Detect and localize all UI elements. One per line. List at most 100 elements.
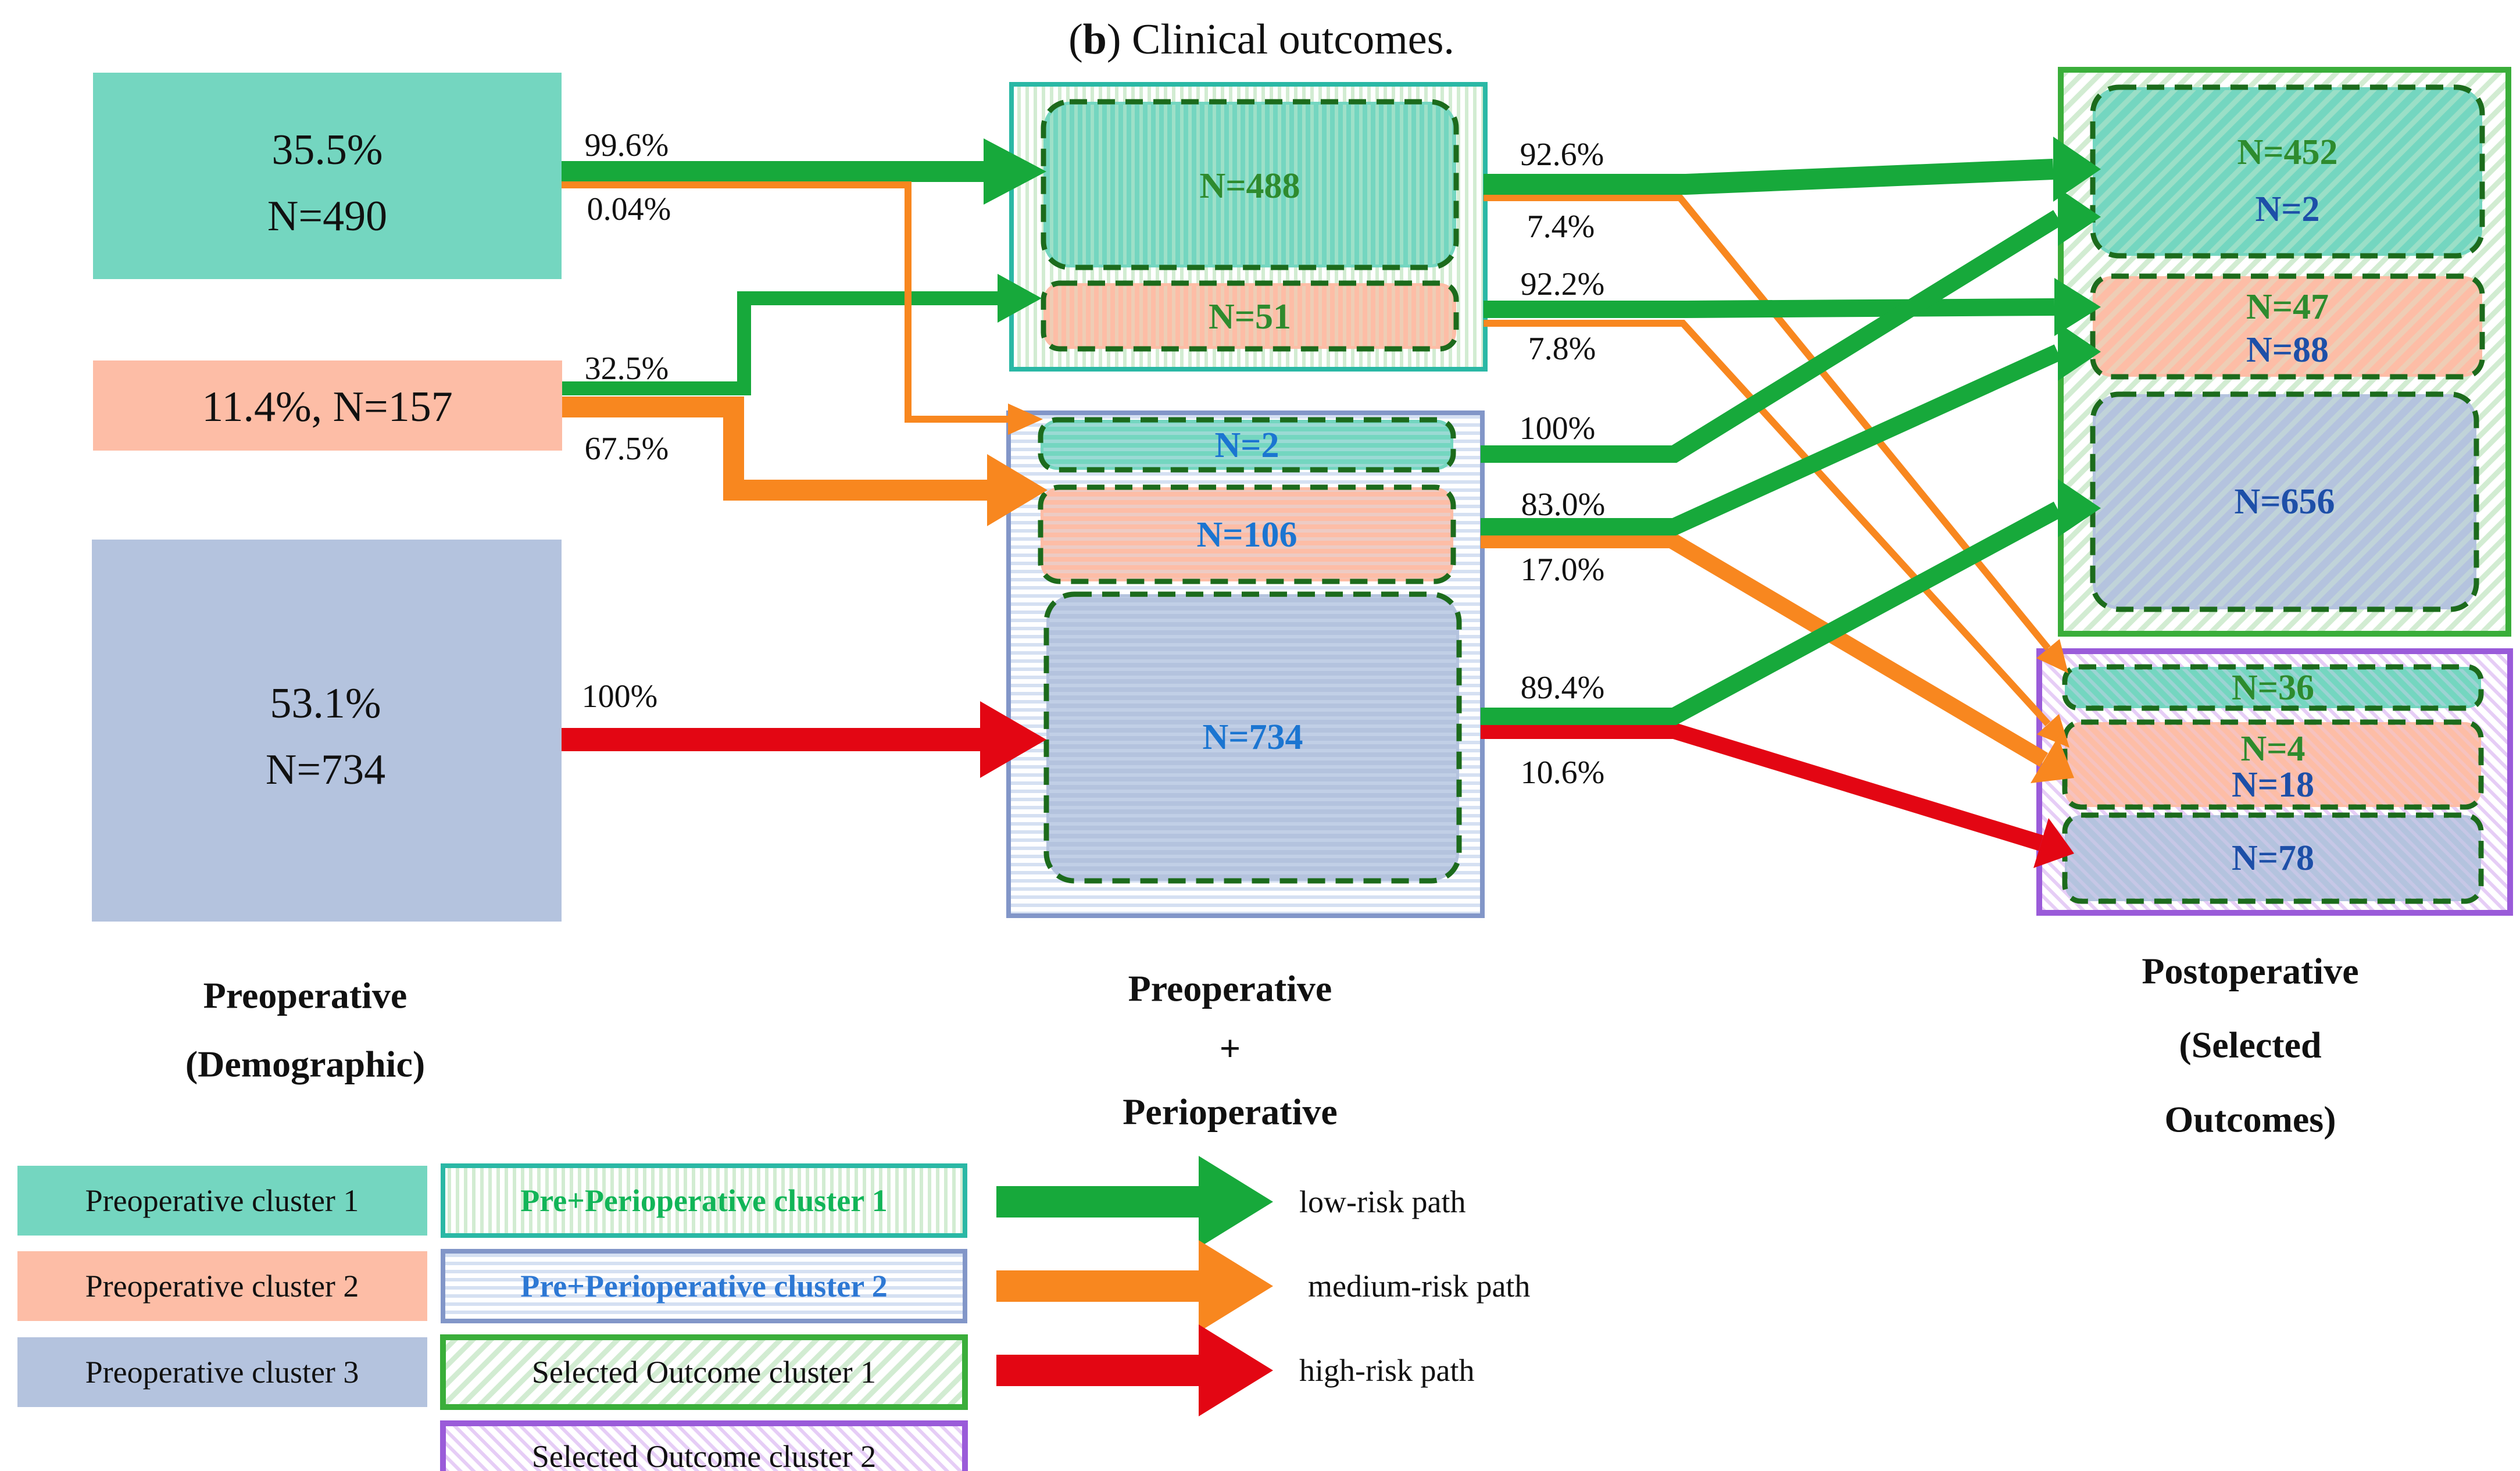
n106-label: N=106 — [1196, 515, 1297, 555]
n734-label: N=734 — [1202, 717, 1303, 757]
middle-column-label-1: Preoperative — [1128, 968, 1332, 1009]
legend-label-preop3: Preoperative cluster 3 — [85, 1355, 359, 1390]
n4-label: N=4 — [2240, 729, 2305, 769]
flow-51-47-shaft — [1484, 298, 2055, 318]
label-100-left: 100% — [582, 679, 658, 715]
label-99-6: 99.6% — [585, 127, 669, 163]
label-7-8: 7.8% — [1528, 331, 1596, 367]
label-92-6: 92.6% — [1520, 137, 1604, 173]
label-67-5: 67.5% — [585, 431, 669, 467]
legend-label-periop2: Pre+Perioperative cluster 2 — [520, 1269, 888, 1304]
flow-106-18-shaft — [1481, 532, 2049, 767]
flow-488-36-shaft — [1484, 194, 2051, 651]
legend-label-high-risk: high-risk path — [1299, 1353, 1474, 1388]
n88-label: N=88 — [2246, 330, 2329, 370]
label-17-0: 17.0% — [1521, 552, 1605, 588]
label-89-4: 89.4% — [1521, 670, 1605, 706]
n452-label: N=452 — [2237, 133, 2337, 172]
n78-label: N=78 — [2232, 838, 2314, 878]
middle-column-label-3: Perioperative — [1123, 1091, 1338, 1133]
n656-label: N=656 — [2234, 482, 2335, 522]
label-7-4: 7.4% — [1527, 209, 1595, 245]
n488-label: N=488 — [1199, 166, 1300, 206]
flow-734-656-shaft — [1481, 501, 2063, 725]
node-n452-n2: N=452 N=2 — [2090, 84, 2485, 259]
legend-arrow-high-head — [1199, 1324, 1273, 1416]
flow-157-51-shaft — [562, 291, 998, 395]
flow-734-78-head — [2033, 818, 2074, 868]
node-n36: N=36 — [2062, 664, 2484, 711]
figure-title: (b) Clinical outcomes. — [1068, 16, 1454, 63]
selected-outcome-container2: N=36 N=4 N=18 N=78 — [2036, 648, 2513, 916]
flow-2-2-head — [2058, 188, 2101, 246]
legend-preoperative-clusters: Preoperative cluster 1 Preoperative clus… — [17, 1166, 427, 1407]
cluster1-percent: 35.5% — [271, 126, 383, 174]
node-n47-n88: N=47 N=88 — [2090, 273, 2485, 380]
cluster1-count: N=490 — [267, 192, 387, 240]
flow-157-106-head — [987, 454, 1048, 526]
preoperative-cluster2-box: 11.4%, N=157 — [93, 360, 562, 451]
node-n78: N=78 — [2062, 812, 2484, 904]
right-column-label-3: Outcomes) — [2164, 1099, 2336, 1140]
legend-swatch-preop2 — [17, 1251, 427, 1321]
legend-label-outcome2: Selected Outcome cluster 2 — [532, 1439, 876, 1471]
cluster2-label: 11.4%, N=157 — [202, 383, 453, 431]
label-0-04: 0.04% — [587, 191, 671, 227]
flow-734-734-head — [980, 701, 1046, 778]
flow-2-2-shaft — [1481, 210, 2063, 463]
label-32-5: 32.5% — [585, 351, 669, 387]
node-n656: N=656 — [2090, 391, 2479, 612]
legend-arrow-low-head — [1199, 1156, 1273, 1248]
legend-arrow-medium-shaft — [996, 1270, 1199, 1302]
flow-488-452-head — [2053, 137, 2101, 202]
right-column-label-2: (Selected — [2179, 1024, 2321, 1066]
n18-label: N=18 — [2232, 765, 2314, 805]
legend-swatch-preop1 — [17, 1166, 427, 1236]
legend-cluster-boxes: Pre+Perioperative cluster 1 Pre+Perioper… — [440, 1163, 968, 1471]
column-labels: Preoperative (Demographic) Preoperative … — [185, 951, 2359, 1140]
n51-label: N=51 — [1209, 297, 1291, 337]
flow-490-488-head — [984, 138, 1046, 205]
flow-106-18-head — [2031, 737, 2074, 783]
legend-outcome-cluster2: Selected Outcome cluster 2 — [440, 1420, 968, 1471]
flow-488-452-shaft — [1484, 159, 2054, 195]
legend-swatch-preop3 — [17, 1337, 427, 1407]
selected-outcome-container1: N=452 N=2 N=47 N=88 N=656 — [2058, 67, 2511, 637]
flow-490-2-shaft — [562, 181, 1008, 423]
preoperative-cluster1-box: 35.5% N=490 — [93, 73, 562, 279]
cluster3-percent: 53.1% — [270, 680, 381, 727]
node-n488: N=488 — [1041, 99, 1459, 270]
legend-label-preop2: Preoperative cluster 2 — [85, 1269, 359, 1304]
flow-51-4-head — [2037, 714, 2069, 748]
cluster3-count: N=734 — [266, 746, 385, 794]
flow-106-88-head — [2058, 323, 2101, 381]
n2-mid-label: N=2 — [1214, 426, 1279, 465]
legend-outcome-cluster1: Selected Outcome cluster 1 — [440, 1334, 968, 1410]
flow-157-106-shaft — [562, 397, 987, 501]
flow-734-78-shaft — [1481, 723, 2044, 851]
legend-arrow-medium-head — [1199, 1240, 1273, 1332]
left-column-label-2: (Demographic) — [185, 1044, 425, 1085]
legend-periop-cluster1: Pre+Perioperative cluster 1 — [441, 1163, 967, 1238]
flow-157-51-head — [998, 274, 1042, 323]
legend-label-medium-risk: medium-risk path — [1308, 1269, 1530, 1304]
label-100-mid: 100% — [1520, 410, 1596, 447]
node-n734: N=734 — [1043, 591, 1462, 884]
flow-51-47-head — [2054, 278, 2101, 336]
legend-periop-cluster2: Pre+Perioperative cluster 2 — [441, 1249, 967, 1323]
edge-percent-labels: 99.6% 0.04% 32.5% 67.5% 100% 92.6% 7.4% … — [582, 127, 1606, 791]
legend-arrow-low-shaft — [996, 1186, 1199, 1217]
left-column-label-1: Preoperative — [203, 975, 408, 1016]
legend-label-preop1: Preoperative cluster 1 — [85, 1183, 359, 1218]
middle-column-label-2: + — [1220, 1028, 1241, 1069]
node-n2: N=2 — [1038, 417, 1456, 473]
flow-488-36-head — [2036, 639, 2068, 673]
node-n51: N=51 — [1041, 280, 1459, 352]
label-83-0: 83.0% — [1521, 487, 1606, 523]
node-n4-n18: N=4 N=18 — [2062, 719, 2484, 810]
legend-label-periop1: Pre+Perioperative cluster 1 — [520, 1183, 888, 1218]
n2-right-label: N=2 — [2255, 190, 2319, 229]
label-92-2: 92.2% — [1521, 266, 1605, 302]
